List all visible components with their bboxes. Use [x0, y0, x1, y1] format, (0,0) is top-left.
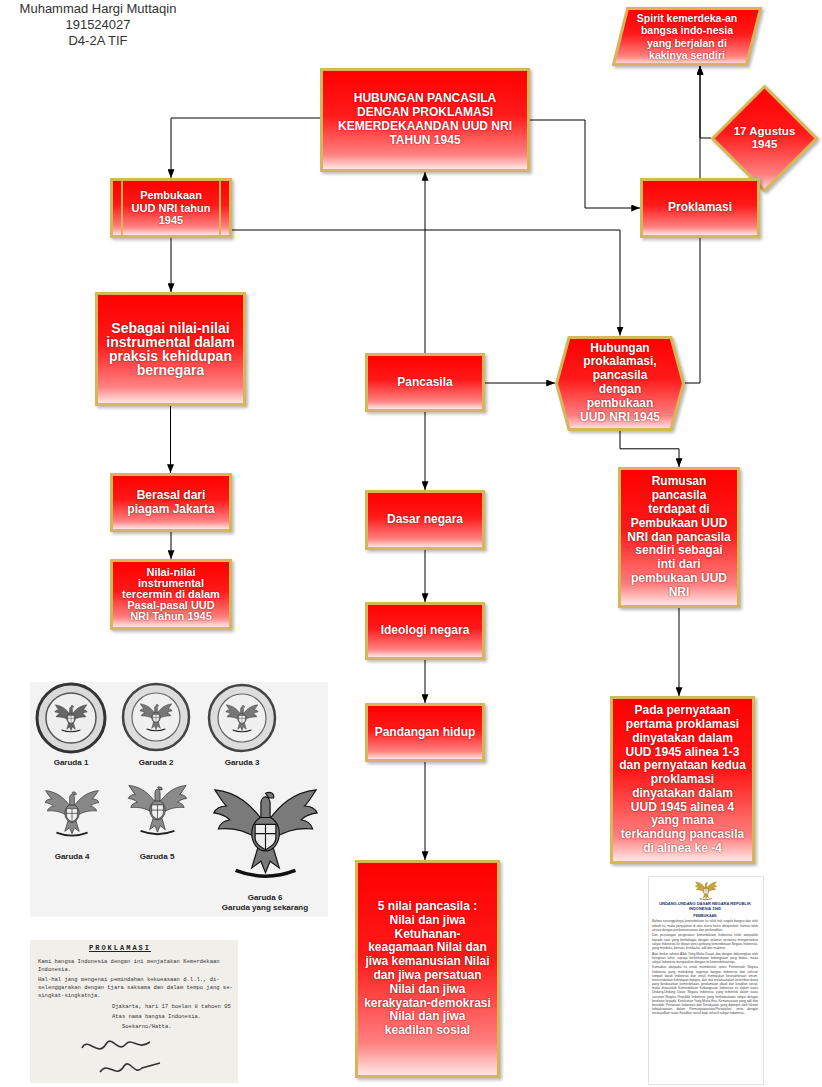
connector [171, 532, 172, 559]
connector [171, 118, 320, 178]
node-text: Rumusan pancasila terdapat di Pembukaan … [627, 475, 731, 599]
process-box: 5 nilai pancasila : Nilai dan jiwa Ketuh… [355, 860, 500, 1078]
garuda-illustrations [30, 682, 328, 917]
process-box: Proklamasi [640, 178, 760, 238]
label-text: Kemudian daripada itu untuk membentuk su… [652, 965, 758, 1015]
shape-outline [614, 9, 761, 65]
connector [425, 762, 426, 860]
garuda-figure [45, 791, 99, 836]
node-text: 17 Agustus 1945 [732, 125, 798, 151]
connector [425, 412, 426, 490]
node-text: Pada pernyataan pertama proklamasi dinya… [619, 704, 746, 856]
process-side-line [219, 181, 221, 235]
label-text: Garuda 4 [37, 852, 107, 862]
connector [425, 550, 426, 602]
process-box: Berasal dari piagam Jakarta [110, 473, 232, 532]
label-text: Hal-hal jang mengenai pemindahan kekoeas… [38, 976, 234, 999]
node-text: HUBUNGAN PANCASILA DENGAN PROKLAMASI KEM… [329, 92, 521, 147]
label-text: 191524027 [0, 17, 196, 33]
process-box: Sebagai nilai-nilai instrumental dalam p… [95, 292, 246, 406]
garuda-seal [37, 684, 105, 752]
label-text: Dan perjuangan pergerakan kemerdekaan In… [652, 933, 758, 950]
node-text: 5 nilai pancasila : Nilai dan jiwa Ketuh… [364, 900, 491, 1038]
connector [425, 172, 426, 353]
node-text: Pancasila [374, 376, 476, 390]
label-text: PROKLAMASI [60, 944, 180, 952]
garuda-figure [128, 785, 187, 834]
node-text: Pandangan hidup [374, 726, 476, 740]
label-text: Atas nama bangsa Indonesia. [112, 1013, 234, 1021]
paper-ground [30, 940, 238, 1083]
garuda-seal [123, 684, 189, 750]
process-box: HUBUNGAN PANCASILA DENGAN PROKLAMASI KEM… [320, 68, 530, 172]
process-box: Ideologi negara [365, 602, 485, 660]
process-box: Rumusan pancasila terdapat di Pembukaan … [618, 467, 740, 608]
label-text: Garuda 1 [36, 758, 106, 768]
label-text: Bahwa sesungguhnya kemerdekaan itu ialah… [652, 919, 758, 931]
connector [485, 383, 555, 384]
process-box: Dasar negara [365, 490, 485, 550]
process-side-line [121, 181, 123, 235]
label-text: Garuda 2 [121, 758, 191, 768]
label-text: Garuda yang sekarang [205, 903, 325, 913]
process-box: Pandangan hidup [365, 703, 485, 762]
label-text: UNDANG-UNDANG DASAR NEGARA REPUBLIK INDO… [652, 902, 758, 912]
label-text: Muhammad Hargi Muttaqin [0, 1, 196, 17]
connector [685, 238, 700, 383]
connector [232, 230, 620, 336]
hexagon-box: Hubungan prokalamasi, pancasila dengan p… [555, 336, 685, 431]
predefined-process-box: Pembukaan UUD NRI tahun 1945 [110, 178, 232, 238]
node-text: Pembukaan UUD NRI tahun 1945 [127, 189, 215, 227]
paper-ground [649, 877, 764, 1085]
connector [700, 66, 711, 138]
label-text: Kami bangsa Indonesia dengan ini menjata… [38, 958, 234, 973]
signature [100, 1063, 160, 1072]
parallelogram-box: Spirit kemerdeka-an bangsa indo-nesia ya… [612, 7, 762, 66]
process-box: Pada pernyataan pertama proklamasi dinya… [610, 696, 755, 864]
shape-outline [557, 337, 684, 429]
label-text: PEMBUKAAN [652, 914, 758, 918]
label-text: Garuda 5 [122, 852, 192, 862]
signature [82, 1041, 150, 1049]
node-text: Sebagai nilai-nilai instrumental dalam p… [104, 321, 237, 377]
node-text: Proklamasi [649, 201, 751, 215]
process-box: Nilai-nilai instrumental tercermin di da… [110, 559, 232, 630]
garuda-seal [209, 685, 275, 751]
label-text: Atas berkat rahmat Allah Yang Maha Kuasa… [652, 952, 758, 964]
connector [171, 238, 172, 292]
node-text: Hubungan prokalamasi, pancasila dengan p… [573, 342, 667, 425]
shape-outline [713, 86, 817, 190]
connector [620, 431, 679, 468]
process-box: Pancasila [365, 353, 485, 412]
connector [170, 406, 171, 473]
node-text: Dasar negara [374, 513, 476, 527]
label-text: Garuda 6 [230, 893, 300, 903]
node-text: Nilai-nilai instrumental tercermin di da… [119, 567, 223, 622]
garuda-emblem [695, 882, 717, 900]
label-text: D4-2A TIF [0, 33, 196, 49]
connector [679, 608, 680, 696]
label-text: Soekarno/Hatta. [122, 1023, 232, 1031]
label-text: Djakarta, hari 17 boelan 8 tahoen 05 [112, 1003, 234, 1011]
connector [425, 660, 426, 703]
photo-ground [30, 682, 328, 917]
label-text: Garuda 3 [207, 758, 277, 768]
connector [530, 120, 640, 208]
node-text: Spirit kemerdeka-an bangsa indo-nesia ya… [628, 12, 746, 60]
garuda-figure [214, 790, 318, 876]
node-text: Berasal dari piagam Jakarta [119, 489, 223, 517]
decision-diamond: 17 Agustus 1945 [711, 85, 818, 192]
node-text: Ideologi negara [374, 624, 476, 638]
